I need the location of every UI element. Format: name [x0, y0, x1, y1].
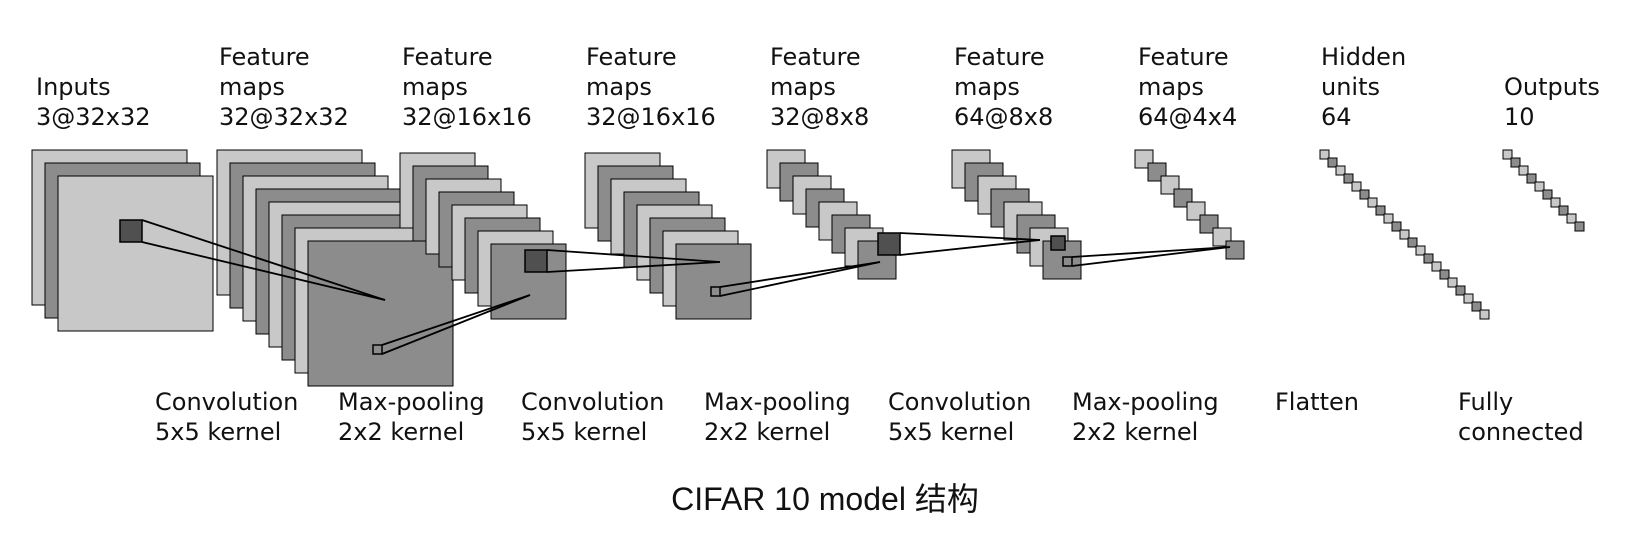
target-unit-1 [710, 286, 721, 297]
projection-line-6 [719, 261, 881, 288]
projection-line-7 [719, 261, 881, 297]
operation-label-2-line-1: 5x5 kernel [521, 418, 647, 446]
stage-label-6-line-1: maps [1138, 73, 1204, 101]
projection-line-4 [546, 249, 721, 263]
feature-map-8-6 [1550, 197, 1561, 208]
stage-label-0-line-1: 3@32x32 [36, 103, 151, 131]
feature-map-8-0 [1502, 149, 1513, 160]
feature-map-7-16 [1447, 277, 1458, 288]
feature-map-7-1 [1327, 157, 1338, 168]
operation-label-3-line-1: 2x2 kernel [704, 418, 830, 446]
feature-map-7-10 [1399, 229, 1410, 240]
feature-map-8-1 [1510, 157, 1521, 168]
stage-label-1-line-2: 32@32x32 [219, 103, 349, 131]
feature-map-7-5 [1359, 189, 1370, 200]
operation-label-7-line-1: connected [1458, 418, 1584, 446]
stage-label-7-line-1: units [1321, 73, 1380, 101]
operation-label-4-line-1: 5x5 kernel [888, 418, 1014, 446]
stage-label-2-line-0: Feature [402, 43, 493, 71]
stage-label-6-line-2: 64@4x4 [1138, 103, 1237, 131]
feature-map-7-6 [1367, 197, 1378, 208]
feature-map-1-7 [307, 240, 454, 387]
projection-line-5 [546, 261, 721, 273]
operation-label-5-line-1: 2x2 kernel [1072, 418, 1198, 446]
feature-map-stacks [31, 149, 1585, 387]
projection-line-3 [381, 294, 531, 355]
kernel-window-3 [1050, 235, 1066, 251]
stage-label-3-line-0: Feature [586, 43, 677, 71]
stage-label-6-line-0: Feature [1138, 43, 1229, 71]
projection-line-11 [1071, 246, 1231, 267]
kernel-window-1 [524, 249, 548, 273]
feature-map-7-18 [1463, 293, 1474, 304]
stage-labels: Inputs3@32x32Featuremaps32@32x32Featurem… [36, 43, 1600, 131]
feature-map-7-14 [1431, 261, 1442, 272]
diagram-caption: CIFAR 10 model 结构 [671, 481, 979, 517]
stage-label-1-line-0: Feature [219, 43, 310, 71]
target-unit-2 [1062, 256, 1073, 267]
feature-map-7-11 [1407, 237, 1418, 248]
feature-map-7-0 [1319, 149, 1330, 160]
stage-label-3-line-1: maps [586, 73, 652, 101]
stage-label-1-line-1: maps [219, 73, 285, 101]
operation-label-7-line-0: Fully [1458, 388, 1513, 416]
feature-map-7-7 [1375, 205, 1386, 216]
feature-map-8-8 [1566, 213, 1577, 224]
operation-label-3-line-0: Max-pooling [704, 388, 851, 416]
kernel-window-0 [119, 219, 143, 243]
kernel-connection-lines [119, 219, 1231, 355]
operation-label-1-line-0: Max-pooling [338, 388, 485, 416]
projection-line-2 [381, 294, 531, 346]
stage-label-8-line-0: Outputs [1504, 73, 1600, 101]
stage-label-7-line-2: 64 [1321, 103, 1352, 131]
projection-line-8 [899, 232, 1041, 241]
stage-label-4-line-2: 32@8x8 [770, 103, 869, 131]
projection-line-10 [1071, 246, 1231, 258]
feature-map-7-20 [1479, 309, 1490, 320]
operation-label-4-line-0: Convolution [888, 388, 1031, 416]
feature-map-7-3 [1343, 173, 1354, 184]
feature-map-7-12 [1415, 245, 1426, 256]
projection-line-9 [899, 239, 1041, 256]
feature-map-7-9 [1391, 221, 1402, 232]
operation-label-5-line-0: Max-pooling [1072, 388, 1219, 416]
stage-label-5-line-2: 64@8x8 [954, 103, 1053, 131]
stage-label-5-line-1: maps [954, 73, 1020, 101]
stage-label-4-line-1: maps [770, 73, 836, 101]
operation-label-1-line-1: 2x2 kernel [338, 418, 464, 446]
feature-map-8-7 [1558, 205, 1569, 216]
operation-label-0-line-1: 5x5 kernel [155, 418, 281, 446]
feature-map-7-17 [1455, 285, 1466, 296]
stage-label-5-line-0: Feature [954, 43, 1045, 71]
stage-label-7-line-0: Hidden [1321, 43, 1406, 71]
stage-label-4-line-0: Feature [770, 43, 861, 71]
feature-map-7-15 [1439, 269, 1450, 280]
projection-line-0 [141, 219, 386, 301]
stage-label-2-line-2: 32@16x16 [402, 103, 532, 131]
feature-map-6-7 [1225, 240, 1245, 260]
feature-map-8-4 [1534, 181, 1545, 192]
feature-map-3-7 [675, 243, 752, 320]
feature-map-7-19 [1471, 301, 1482, 312]
feature-map-8-5 [1542, 189, 1553, 200]
operation-label-2-line-0: Convolution [521, 388, 664, 416]
feature-map-8-9 [1574, 221, 1585, 232]
stage-label-3-line-2: 32@16x16 [586, 103, 716, 131]
stage-label-0-line-0: Inputs [36, 73, 111, 101]
stage-label-2-line-1: maps [402, 73, 468, 101]
operation-label-6-line-0: Flatten [1275, 388, 1359, 416]
feature-map-7-4 [1351, 181, 1362, 192]
operation-label-0-line-0: Convolution [155, 388, 298, 416]
target-unit-0 [372, 344, 383, 355]
feature-map-8-3 [1526, 173, 1537, 184]
feature-map-7-8 [1383, 213, 1394, 224]
kernel-window-2 [877, 232, 901, 256]
projection-line-1 [141, 241, 386, 301]
feature-map-8-2 [1518, 165, 1529, 176]
feature-map-7-2 [1335, 165, 1346, 176]
stage-label-8-line-1: 10 [1504, 103, 1535, 131]
feature-map-7-13 [1423, 253, 1434, 264]
